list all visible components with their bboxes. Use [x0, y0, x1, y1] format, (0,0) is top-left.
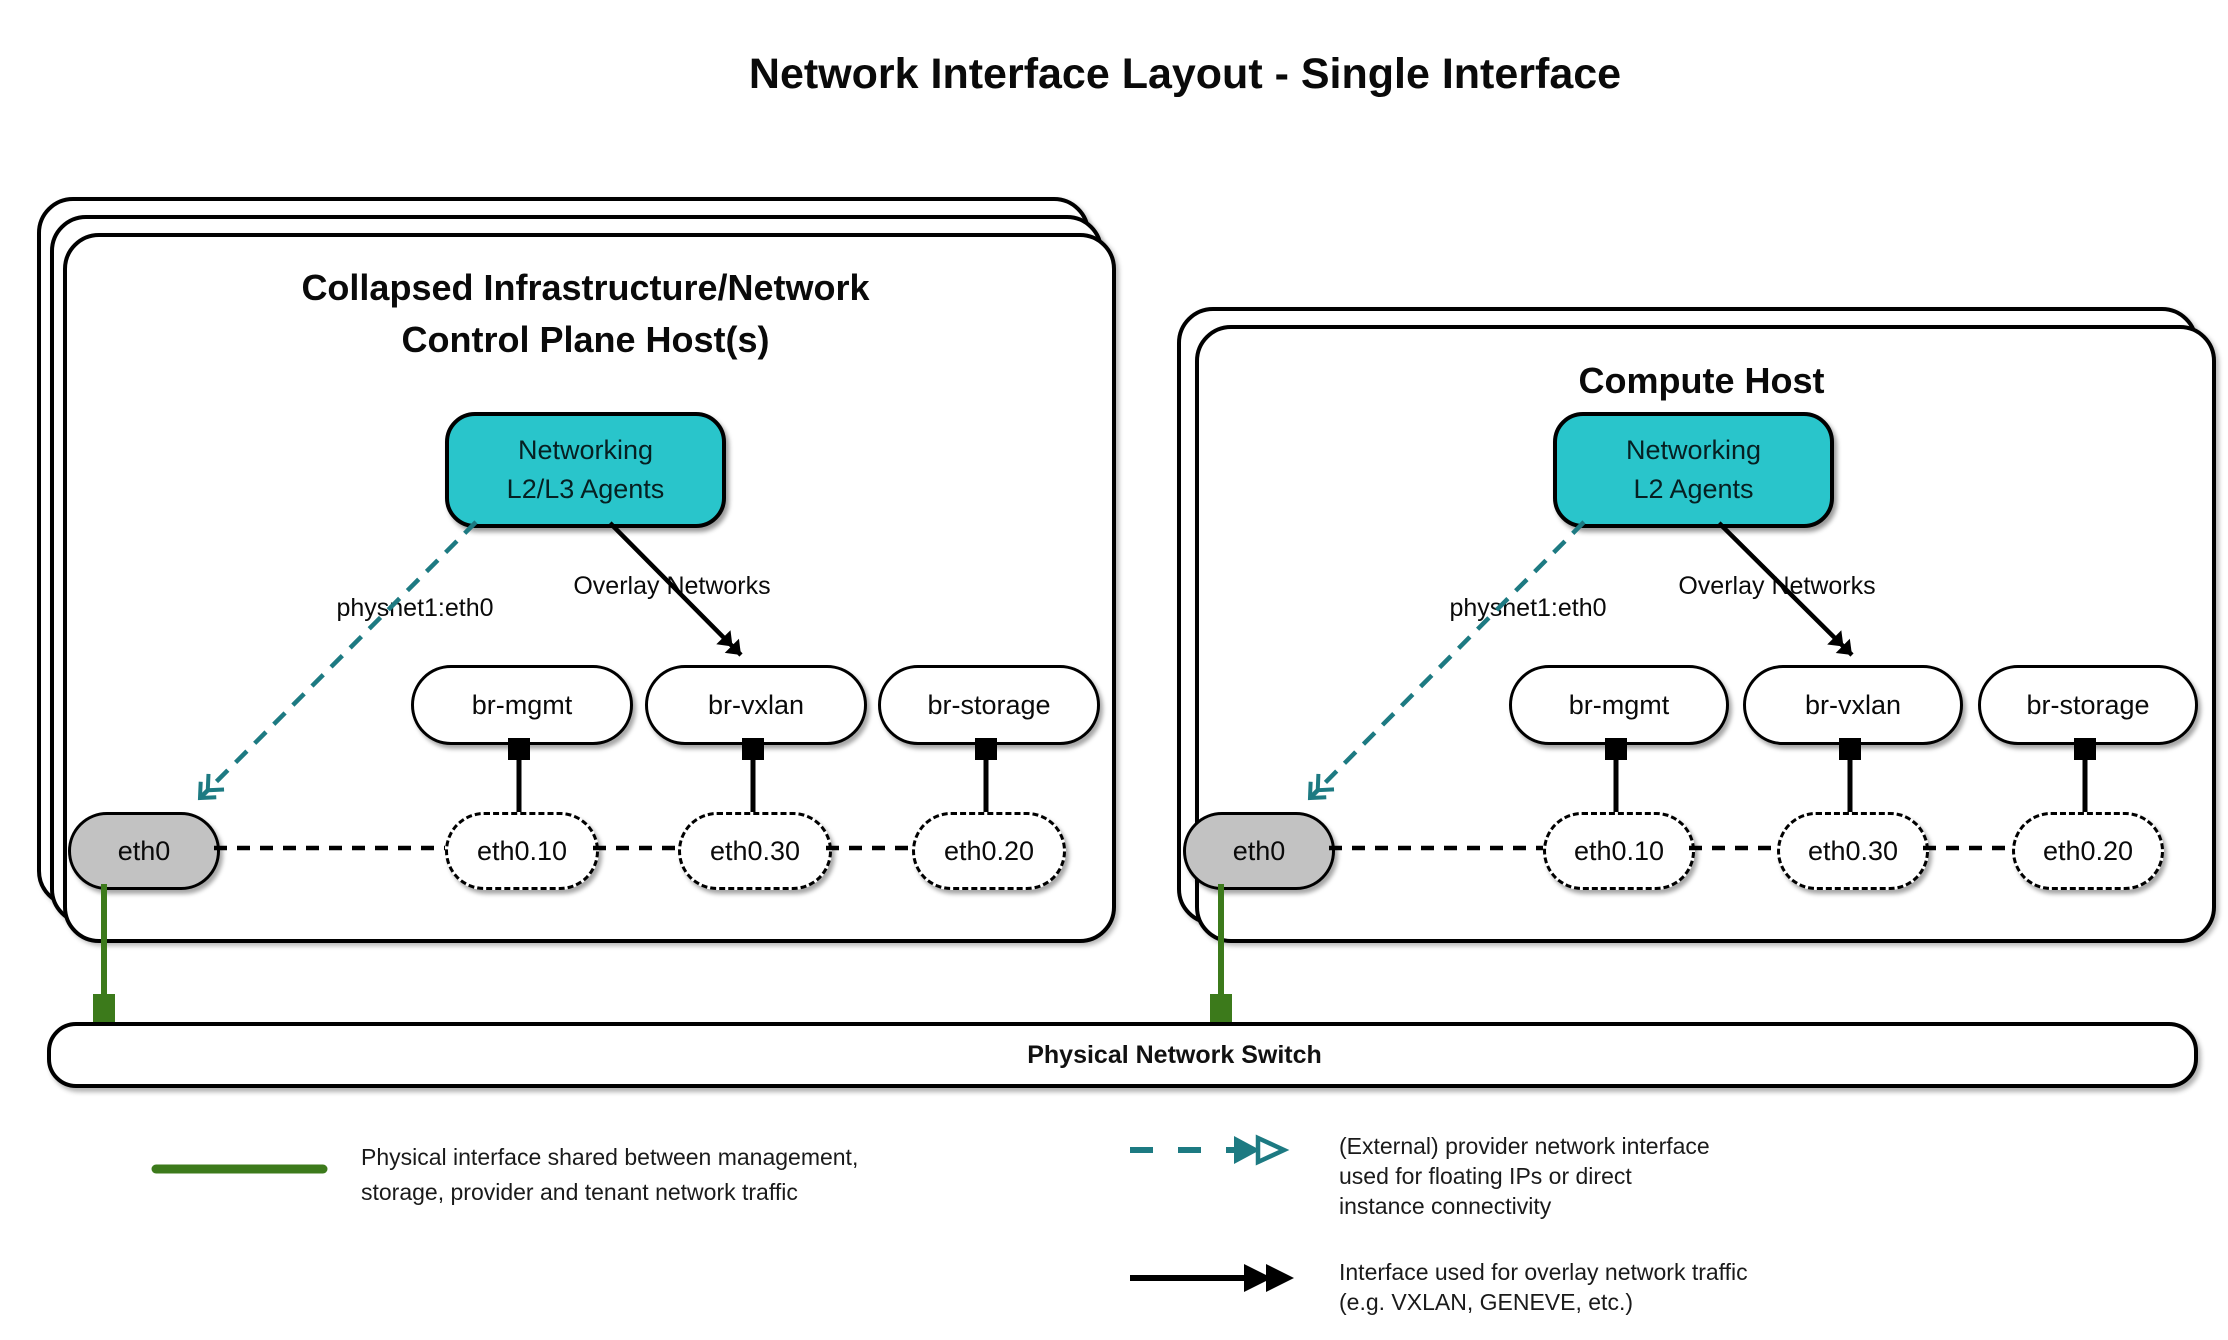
compute-bridge-br-mgmt: br-mgmt [1509, 665, 1729, 745]
legend-overlay-swatch [1130, 1264, 1294, 1292]
legend-overlay-line1: Interface used for overlay network traff… [1339, 1259, 1748, 1285]
control-overlay-edge-label: Overlay Networks [573, 572, 771, 600]
control-vlan-eth0-20: eth0.20 [912, 812, 1066, 890]
legend-provider-text: (External) provider network interface us… [1339, 1131, 1710, 1221]
control-agent-label-line1: Networking [517, 435, 654, 465]
control-agent-label-line2: L2/L3 Agents [506, 474, 665, 504]
control-bridge-br-vxlan: br-vxlan [645, 665, 867, 745]
compute-phys-interface-eth0: eth0 [1183, 812, 1335, 890]
control-provider-edge-label: physnet1:eth0 [336, 594, 494, 622]
control-bridge-br-mgmt: br-mgmt [411, 665, 633, 745]
legend-provider-line2: used for floating IPs or direct [1339, 1163, 1632, 1189]
physical-network-switch-label: Physical Network Switch [1027, 1041, 1322, 1069]
legend-provider-line3: instance connectivity [1339, 1193, 1552, 1219]
compute-bridge-br-storage: br-storage [1978, 665, 2198, 745]
compute-agent-label-line1: Networking [1625, 435, 1762, 465]
compute-overlay-edge-label: Overlay Networks [1678, 572, 1876, 600]
compute-provider-edge-label: physnet1:eth0 [1449, 594, 1607, 622]
legend-physical-text: Physical interface shared between manage… [361, 1140, 858, 1210]
compute-bridge-br-vxlan: br-vxlan [1743, 665, 1963, 745]
legend-physical-line2: storage, provider and tenant network tra… [361, 1179, 798, 1205]
control-vlan-eth0-10: eth0.10 [445, 812, 599, 890]
control-phys-interface-eth0: eth0 [68, 812, 220, 890]
compute-agent-label-line2: L2 Agents [1633, 474, 1754, 504]
compute-vlan-eth0-10: eth0.10 [1543, 812, 1695, 890]
legend-overlay-line2: (e.g. VXLAN, GENEVE, etc.) [1339, 1289, 1633, 1315]
control-networking-agents-node: Networking L2/L3 Agents [445, 412, 726, 528]
control-vlan-eth0-30: eth0.30 [678, 812, 832, 890]
legend-overlay-text: Interface used for overlay network traff… [1339, 1257, 1748, 1317]
control-host-title-line2: Control Plane Host(s) [401, 319, 770, 360]
legend-provider-swatch [1130, 1134, 1290, 1166]
legend-physical-line1: Physical interface shared between manage… [361, 1144, 859, 1170]
compute-vlan-eth0-20: eth0.20 [2012, 812, 2164, 890]
physical-network-switch-box: Physical Network Switch [47, 1022, 2198, 1088]
diagram-title: Network Interface Layout - Single Interf… [748, 50, 1622, 98]
control-host-title-line1: Collapsed Infrastructure/Network [301, 267, 870, 308]
control-bridge-br-storage: br-storage [878, 665, 1100, 745]
legend-provider-line1: (External) provider network interface [1339, 1133, 1710, 1159]
compute-vlan-eth0-30: eth0.30 [1777, 812, 1929, 890]
compute-networking-agents-node: Networking L2 Agents [1553, 412, 1834, 528]
compute-host-title: Compute Host [1578, 360, 1825, 401]
